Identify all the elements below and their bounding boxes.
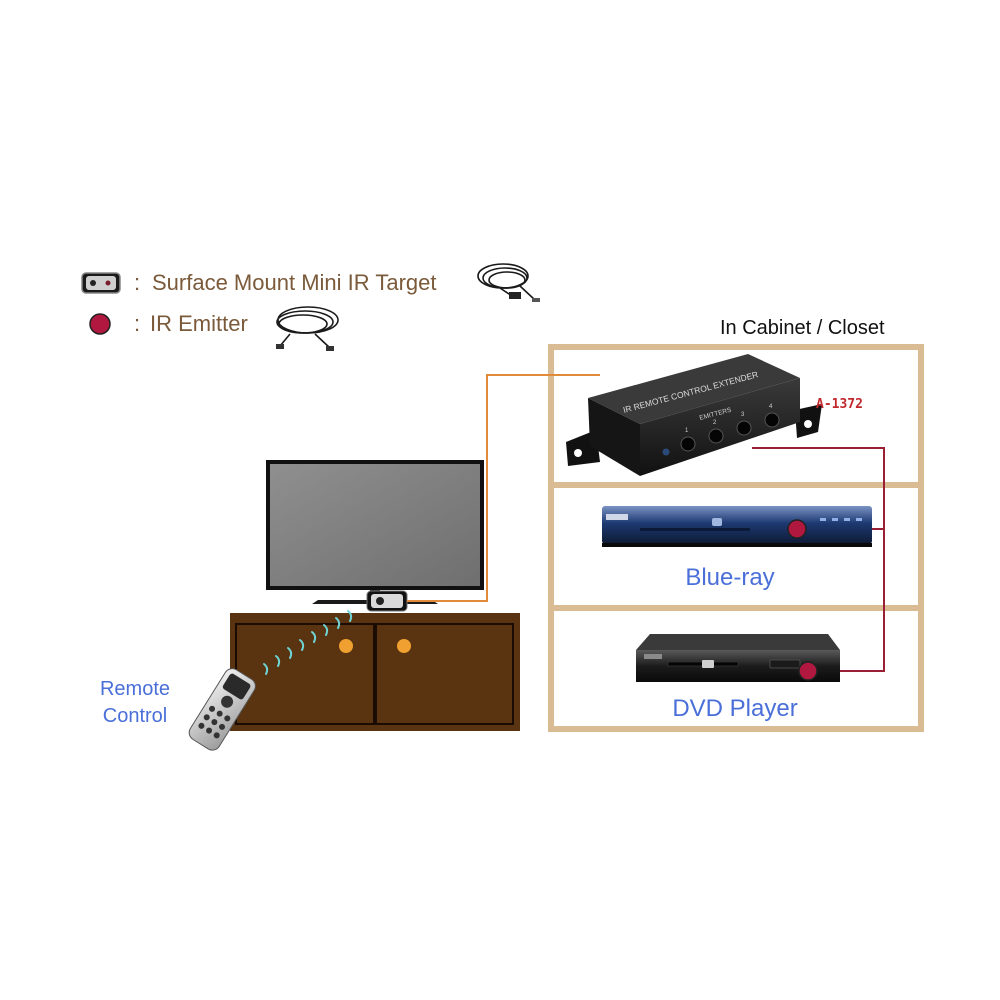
dvd-player-label: DVD Player — [672, 695, 798, 722]
extender-port-1: 1 — [685, 428, 689, 434]
remote-label-line1: Remote — [99, 678, 171, 700]
legend-target-label: Surface Mount Mini IR Target — [152, 270, 437, 295]
ir-signal-waves — [263, 610, 353, 675]
legend-ir-target-icon — [81, 272, 121, 294]
dvd-ir-emitter — [798, 661, 818, 681]
extender-port-3: 3 — [741, 412, 745, 418]
tv — [266, 460, 484, 604]
ir-target-cable-photo — [477, 263, 540, 302]
legend-target-separator: : — [134, 270, 141, 295]
extender-port-2: 2 — [713, 420, 717, 426]
ir-extender-box: IR REMOTE CONTROL EXTENDER EMITTERS 1 2 … — [566, 354, 822, 476]
ir-target-cable — [407, 374, 600, 602]
bluray-player — [602, 506, 872, 547]
remote-control — [188, 668, 256, 751]
ir-target-device — [366, 590, 408, 612]
tv-stand-furniture — [230, 613, 520, 731]
extender-model-label: A-1372 — [816, 397, 863, 412]
ir-emitter-cable-photo — [276, 306, 339, 351]
bluray-ir-emitter — [787, 519, 807, 539]
legend-ir-emitter-icon — [89, 313, 111, 335]
cabinet-title: In Cabinet / Closet — [720, 317, 885, 339]
bluray-label: Blue-ray — [685, 564, 775, 591]
extender-port-4: 4 — [769, 404, 773, 410]
legend-emitter-label: IR Emitter — [150, 311, 248, 336]
legend-emitter-separator: : — [134, 311, 141, 336]
cabinet-frame — [548, 344, 924, 732]
remote-label-line2: Control — [102, 705, 168, 727]
